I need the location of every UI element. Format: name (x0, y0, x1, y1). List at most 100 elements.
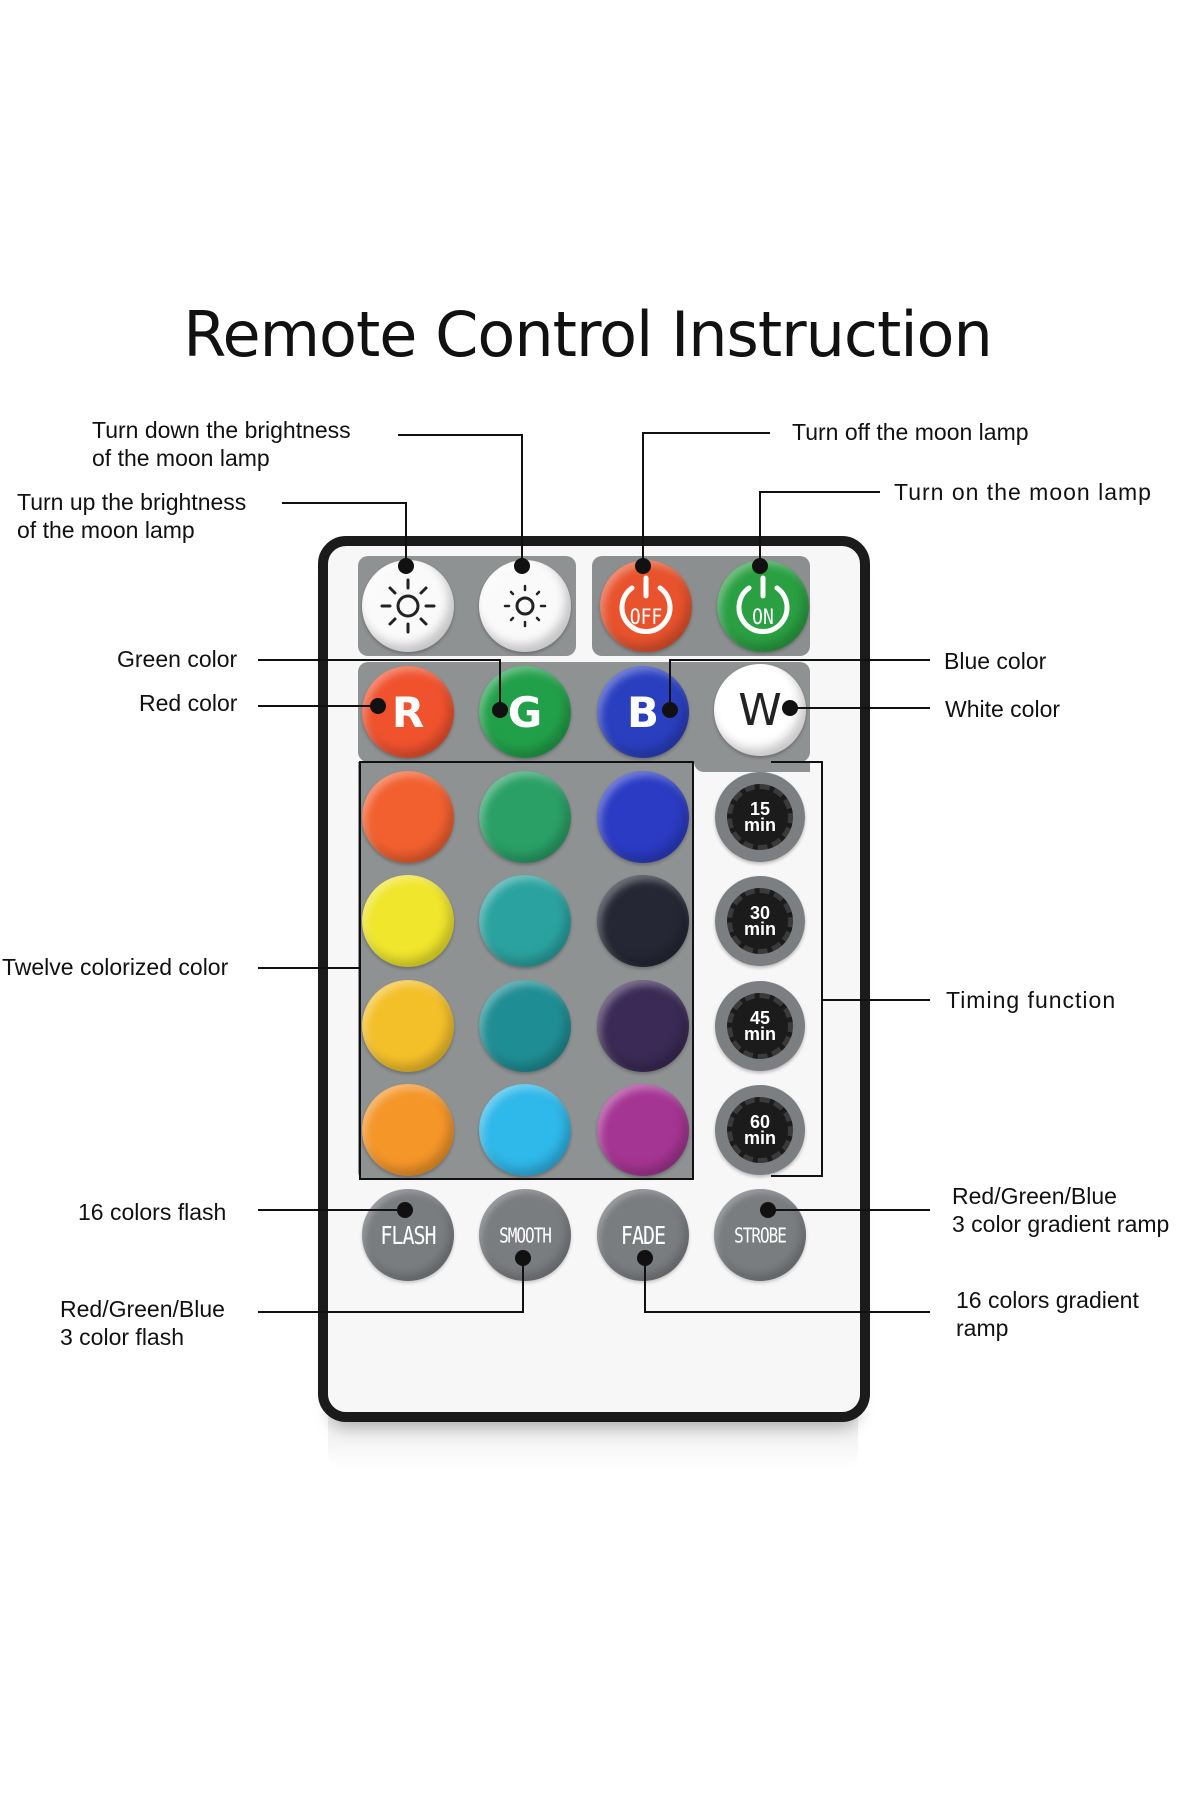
color-button[interactable] (479, 1084, 571, 1176)
color-button[interactable] (362, 875, 454, 967)
color-button[interactable] (479, 980, 571, 1072)
timer-text: 45 min (741, 1006, 778, 1046)
label-line: 16 colors gradient (956, 1287, 1139, 1313)
green-button-label: G (507, 687, 543, 737)
color-button[interactable] (597, 875, 689, 967)
callout-dot (398, 558, 414, 574)
callout-line (258, 659, 501, 710)
blue-button[interactable]: B (597, 666, 689, 758)
timer-45-button[interactable]: 45 min (715, 981, 805, 1071)
label-rgb-flash: Red/Green/Blue 3 color flash (60, 1295, 225, 1351)
timing-bracket (771, 761, 823, 1177)
timer-face: 30 min (727, 888, 793, 954)
flash-button-label: FLASH (380, 1220, 436, 1250)
label-white: White color (945, 696, 1061, 722)
timer-15-button[interactable]: 15 min (715, 772, 805, 862)
label-brightness-up: Turn up the brightness of the moon lamp (17, 488, 246, 544)
white-button-label: W (738, 684, 782, 736)
label-line: 3 color flash (60, 1324, 185, 1350)
timer-text: 15 min (741, 797, 778, 837)
timer-number: 60 (749, 1112, 770, 1132)
sun-large-icon (380, 578, 436, 634)
callout-line (398, 434, 523, 566)
callout-dot (635, 558, 651, 574)
label-blue: Blue color (944, 648, 1047, 674)
label-line: Red/Green/Blue (60, 1296, 225, 1322)
color-button[interactable] (362, 980, 454, 1072)
callout-dot (515, 1250, 531, 1266)
label-timing: Timing function (946, 987, 1117, 1013)
color-button[interactable] (597, 1084, 689, 1176)
color-button[interactable] (597, 771, 689, 863)
callout-line (642, 432, 770, 566)
label-off: Turn off the moon lamp (792, 419, 1029, 445)
power-on-icon (736, 575, 790, 634)
timer-face: 60 min (727, 1097, 793, 1163)
smooth-button-label: SMOOTH (499, 1223, 552, 1247)
timer-number: 30 (749, 903, 770, 923)
callout-dot (637, 1250, 653, 1266)
timer-unit: min (743, 919, 776, 939)
timer-60-button[interactable]: 60 min (715, 1085, 805, 1175)
fade-button-label: FADE (620, 1220, 666, 1250)
brightness-up-button[interactable] (362, 560, 454, 652)
color-button[interactable] (479, 875, 571, 967)
callout-dot (370, 698, 386, 714)
callout-line (258, 1258, 524, 1313)
label-line: Red/Green/Blue (952, 1183, 1117, 1209)
blue-button-label: B (626, 687, 659, 737)
brightness-down-button[interactable] (479, 560, 571, 652)
label-16-colors-ramp: 16 colors gradient ramp (956, 1286, 1139, 1342)
label-rgb-ramp: Red/Green/Blue 3 color gradient ramp (952, 1182, 1169, 1238)
timer-face: 15 min (727, 784, 793, 850)
sun-small-icon (503, 584, 547, 628)
colors-bracket (359, 761, 694, 1180)
color-button[interactable] (479, 771, 571, 863)
label-brightness-down: Turn down the brightness of the moon lam… (92, 416, 351, 472)
timer-unit: min (743, 815, 776, 835)
label-red: Red color (139, 690, 238, 716)
callout-dot (752, 558, 768, 574)
callout-line (644, 1258, 930, 1313)
label-on: Turn on the moon lamp (894, 479, 1152, 505)
timer-30-button[interactable]: 30 min (715, 876, 805, 966)
timer-number: 45 (749, 1008, 770, 1028)
strobe-button[interactable]: STROBE (714, 1189, 806, 1281)
timer-text: 30 min (741, 901, 778, 941)
label-line: Turn down the brightness (92, 417, 351, 443)
label-green: Green color (117, 646, 238, 672)
color-button[interactable] (362, 1084, 454, 1176)
label-line: ramp (956, 1315, 1009, 1341)
callout-dot (397, 1202, 413, 1218)
label-line: of the moon lamp (17, 517, 195, 543)
on-label: ON (752, 604, 774, 631)
white-button[interactable]: W (714, 664, 806, 756)
timer-number: 15 (749, 799, 770, 819)
label-16-colors-flash: 16 colors flash (78, 1199, 227, 1225)
callout-line (759, 491, 880, 566)
callout-line (669, 659, 930, 710)
timer-text: 60 min (741, 1110, 778, 1150)
timer-unit: min (743, 1128, 776, 1148)
callout-dot (782, 700, 798, 716)
label-twelve-colors: Twelve colorized color (2, 954, 229, 980)
callout-dot (492, 702, 508, 718)
timer-face: 45 min (727, 993, 793, 1059)
label-line: Turn up the brightness (17, 489, 247, 515)
off-button[interactable]: OFF (600, 560, 692, 652)
page-title: Remote Control Instruction (183, 298, 993, 371)
panel-step (694, 762, 810, 772)
color-button[interactable] (362, 771, 454, 863)
on-button[interactable]: ON (717, 560, 809, 652)
callout-line (282, 502, 407, 566)
off-label: OFF (629, 604, 663, 631)
timer-unit: min (743, 1024, 776, 1044)
label-line: of the moon lamp (92, 445, 270, 471)
power-off-icon (619, 575, 673, 634)
callout-dot (514, 558, 530, 574)
strobe-button-label: STROBE (734, 1223, 787, 1247)
callout-dot (760, 1202, 776, 1218)
red-button-label: R (391, 687, 425, 737)
color-button[interactable] (597, 980, 689, 1072)
